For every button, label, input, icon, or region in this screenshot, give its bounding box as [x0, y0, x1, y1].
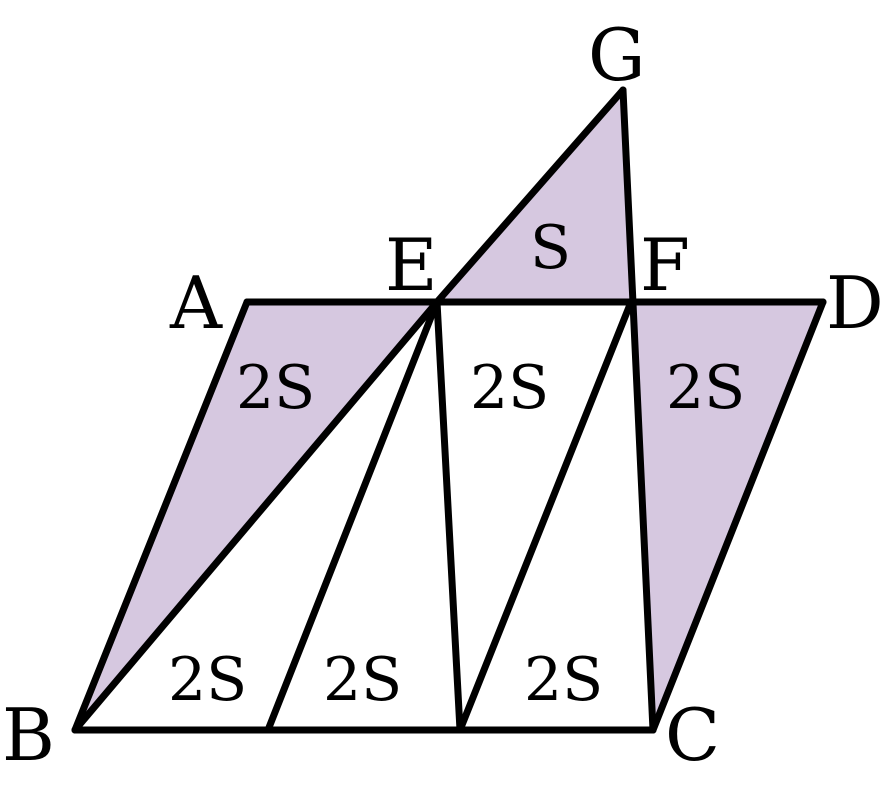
segment-ab [71, 298, 251, 734]
point-label-e: E [385, 223, 438, 307]
segment-e-bottom1 [264, 298, 441, 734]
area-label-bottom-left: 2S [168, 645, 247, 715]
shaded-triangle-fdc [631, 302, 823, 730]
segment-f-bottom [456, 298, 635, 734]
area-label-bottom-right: 2S [524, 645, 603, 715]
segment-e-bottom2 [433, 298, 464, 734]
segment-eg [433, 86, 627, 306]
point-label-a: A [169, 261, 223, 345]
segment-be [71, 298, 441, 734]
area-label-left-shaded: 2S [236, 353, 315, 423]
point-label-c: C [665, 693, 720, 777]
point-label-f: F [640, 223, 690, 307]
area-label-middle-top: 2S [470, 353, 549, 423]
point-label-d: D [826, 261, 884, 345]
segment-gc [619, 86, 657, 734]
area-label-right-shaded: 2S [666, 353, 745, 423]
area-label-top-triangle: S [530, 213, 571, 283]
point-label-g: G [588, 13, 646, 97]
point-label-b: B [2, 693, 55, 777]
segment-dc [649, 298, 827, 734]
area-label-bottom-middle: 2S [323, 645, 402, 715]
